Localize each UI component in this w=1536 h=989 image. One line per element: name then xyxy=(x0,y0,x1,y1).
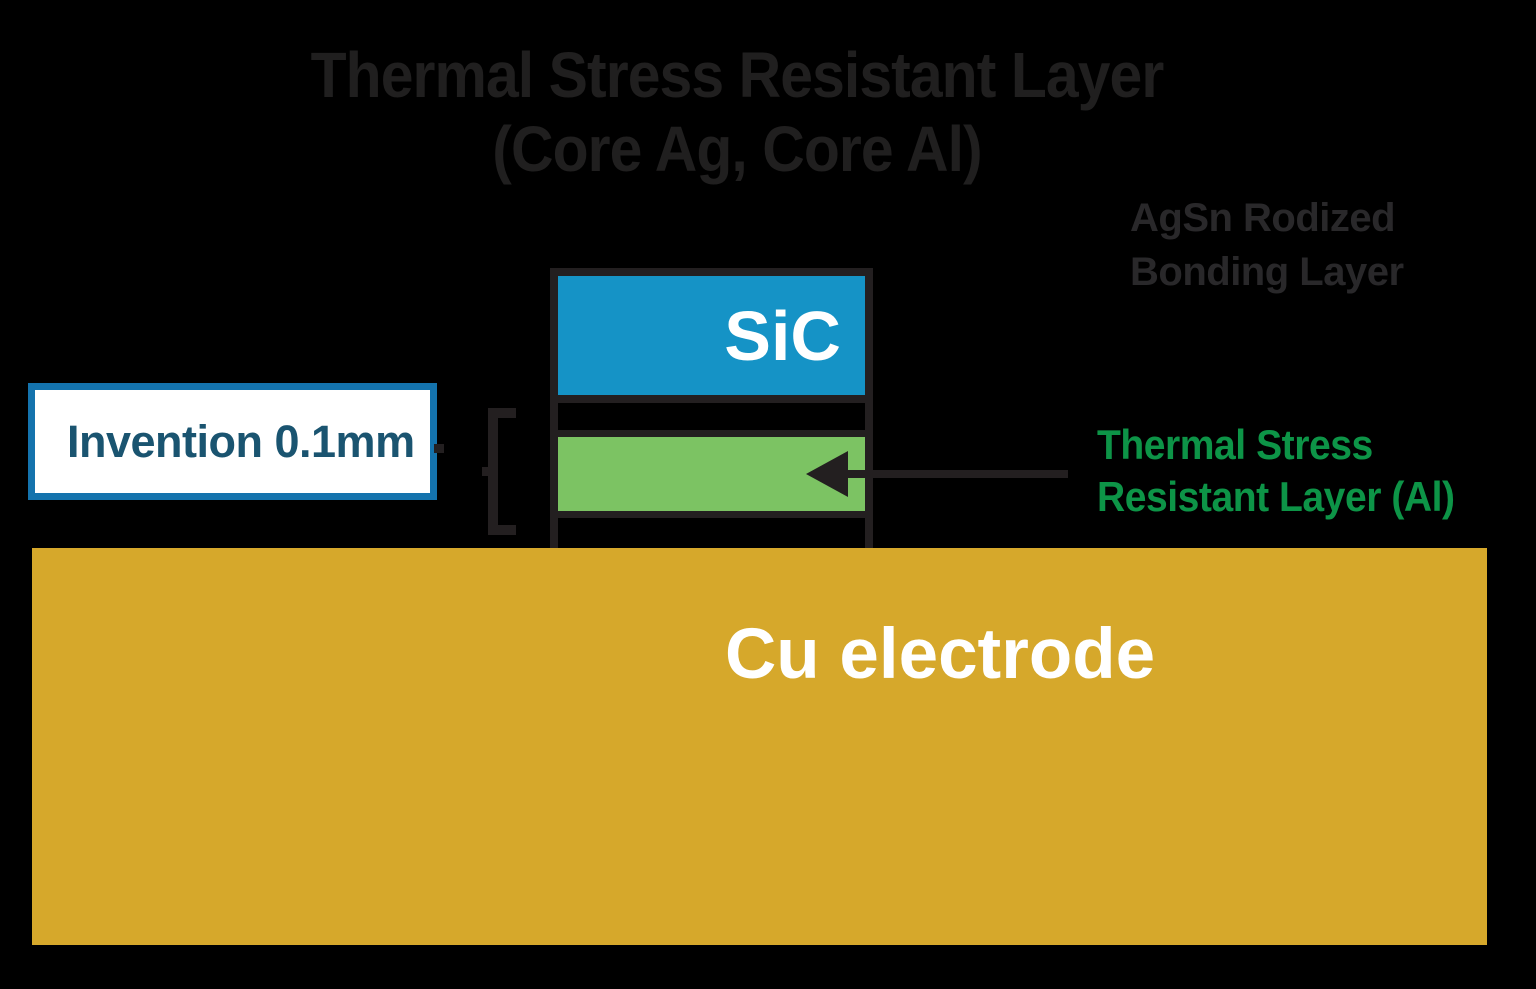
invention-label: Invention 0.1mm xyxy=(67,415,415,467)
title-line-1: Thermal Stress Resistant Layer xyxy=(310,39,1165,111)
thermal-layer-label: Thermal Stress Resistant Layer (Al) xyxy=(1097,419,1455,523)
agsn-bonding-layer-label: AgSn Rodized Bonding Layer xyxy=(1130,191,1404,299)
diagram-title: Thermal Stress Resistant Layer (Core Ag,… xyxy=(59,38,1415,186)
layer-divider-top xyxy=(558,430,865,437)
cu-electrode-layer: Cu electrode xyxy=(32,548,1487,945)
thermal-label-line-1: Thermal Stress xyxy=(1097,421,1373,468)
left-arrow-icon xyxy=(806,451,848,497)
agsn-bonding-layer-bottom xyxy=(558,518,865,548)
sic-layer-label: SiC xyxy=(724,296,841,375)
sic-layer: SiC xyxy=(558,268,865,403)
invention-callout-box: Invention 0.1mm xyxy=(28,383,437,500)
agsn-label-line-1: AgSn Rodized xyxy=(1130,196,1396,240)
cu-electrode-label: Cu electrode xyxy=(725,615,1156,694)
pointer-arrow-line xyxy=(845,470,1068,478)
connector-dash xyxy=(482,467,488,476)
agsn-bonding-layer-top xyxy=(558,403,865,430)
thermal-label-line-2: Resistant Layer (Al) xyxy=(1097,473,1455,520)
dimension-bracket xyxy=(488,408,516,535)
agsn-label-line-2: Bonding Layer xyxy=(1130,250,1404,294)
layer-divider-bottom xyxy=(558,511,865,518)
connector-dash xyxy=(434,444,444,453)
title-line-2: (Core Ag, Core Al) xyxy=(492,113,982,185)
chip-layer-stack: SiC xyxy=(550,268,873,548)
